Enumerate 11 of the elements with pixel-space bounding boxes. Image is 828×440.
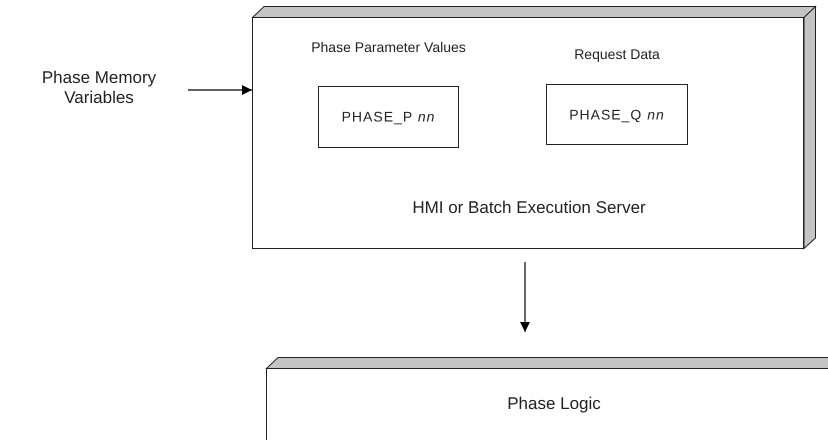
register-box [546, 84, 688, 145]
arrow [188, 85, 252, 95]
block-title: HMI or Batch Execution Server [411, 198, 647, 218]
register-name: PHASE_Q nn [568, 106, 666, 123]
register-box [318, 86, 459, 148]
variable-label: Phase Memory Variables [40, 68, 158, 109]
register-heading: Request Data [573, 46, 661, 63]
block-title: Phase Logic [506, 394, 602, 414]
arrow [520, 262, 530, 332]
register-name: PHASE_P nn [340, 108, 436, 126]
register-heading: Phase Parameter Values [310, 39, 467, 56]
